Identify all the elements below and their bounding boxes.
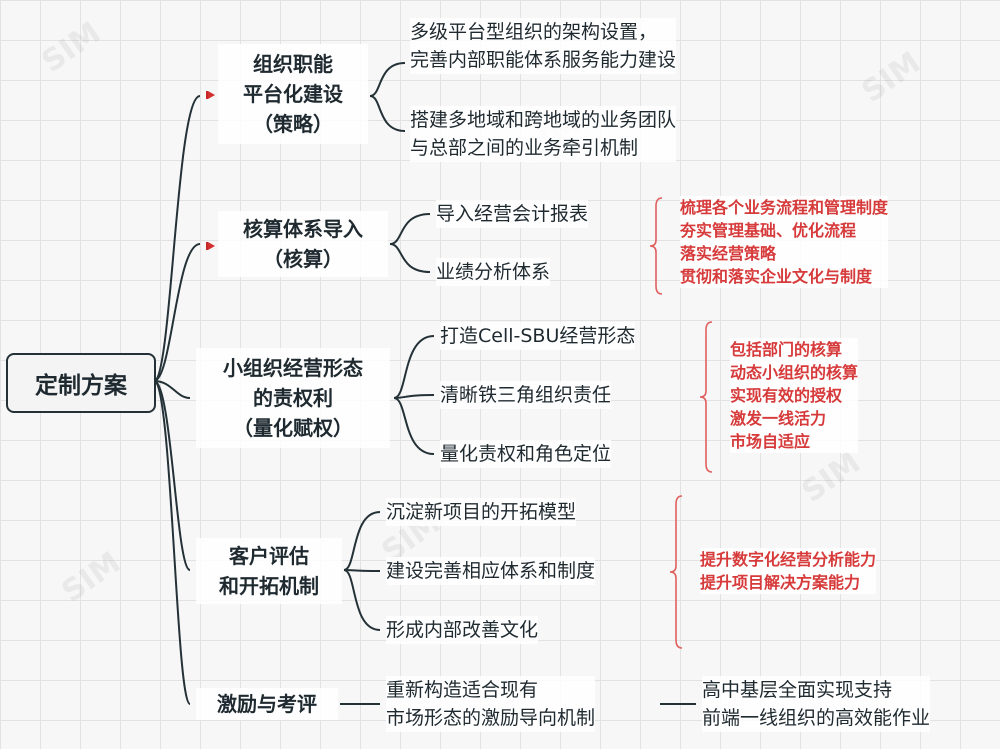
root-branch-connector bbox=[153, 380, 191, 399]
leaf-regional-teams[interactable]: 搭建多地域和跨地域的业务团队 与总部之间的业务牵引机制 bbox=[410, 106, 677, 162]
leaf-incentive-mechanism[interactable]: 重新构造适合现有 市场形态的激励导向机制 bbox=[386, 676, 596, 732]
root-branch-connector bbox=[153, 380, 191, 571]
leaf-platform-structure[interactable]: 多级平台型组织的架构设置， 完善内部职能体系服务能力建设 bbox=[410, 18, 677, 74]
note-bracket bbox=[649, 197, 663, 295]
branch-leaf-connector bbox=[369, 95, 406, 132]
branch-small-org[interactable]: 小组织经营形态 的责权利 （量化赋权） bbox=[196, 348, 390, 448]
branch-customer-eval[interactable]: 客户评估 和开拓机制 bbox=[196, 538, 342, 604]
leaf-iron-triangle[interactable]: 清晰铁三角组织责任 bbox=[440, 381, 612, 409]
branch-incentive[interactable]: 激励与考评 bbox=[196, 688, 338, 720]
root-branch-connector bbox=[153, 243, 201, 382]
note-bracket bbox=[699, 321, 713, 473]
leaf-performance-analysis[interactable]: 业绩分析体系 bbox=[436, 258, 551, 286]
branch-leaf-connector bbox=[389, 213, 431, 245]
leaf-role-quantify[interactable]: 量化责权和角色定位 bbox=[440, 440, 612, 468]
red-flag-icon bbox=[206, 91, 216, 99]
branch-org-platform[interactable]: 组织职能 平台化建设 （策略） bbox=[218, 44, 368, 144]
note-small-org: 包括部门的核算 动态小组织的核算 实现有效的授权 激发一线活力 市场自适应 bbox=[730, 338, 859, 453]
branch-accounting-system[interactable]: 核算体系导入 （核算） bbox=[218, 211, 388, 277]
leaf-frontline-support[interactable]: 高中基层全面实现支持 前端一线组织的高效能作业 bbox=[702, 676, 931, 732]
leaf-improve-culture[interactable]: 形成内部改善文化 bbox=[386, 616, 539, 644]
root-branch-connector bbox=[153, 380, 191, 705]
leaf-new-project-model[interactable]: 沉淀新项目的开拓模型 bbox=[386, 498, 577, 526]
root-branch-connector bbox=[153, 95, 201, 382]
root-node[interactable]: 定制方案 bbox=[6, 353, 156, 413]
red-flag-icon bbox=[206, 242, 216, 250]
branch-leaf-connector bbox=[393, 335, 435, 399]
branch-leaf-connector bbox=[393, 397, 435, 455]
note-customer-eval: 提升数字化经营分析能力 提升项目解决方案能力 bbox=[700, 548, 877, 594]
branch-leaf-connector bbox=[343, 511, 381, 571]
note-bracket bbox=[669, 495, 683, 649]
branch-leaf-connector bbox=[393, 394, 435, 399]
branch-leaf-connector bbox=[389, 243, 431, 273]
branch-leaf-connector bbox=[343, 569, 381, 572]
note-accounting: 梳理各个业务流程和管理制度 夯实管理基础、优化流程 落实经营策略 贯彻和落实企业… bbox=[680, 196, 889, 288]
branch-leaf-connector bbox=[343, 569, 381, 631]
leaf-cell-sbu[interactable]: 打造Cell-SBU经营形态 bbox=[440, 322, 636, 350]
leaf-accounting-reports[interactable]: 导入经营会计报表 bbox=[436, 200, 589, 228]
leaf-system-build[interactable]: 建设完善相应体系和制度 bbox=[386, 557, 596, 585]
branch-leaf-connector bbox=[369, 62, 406, 97]
